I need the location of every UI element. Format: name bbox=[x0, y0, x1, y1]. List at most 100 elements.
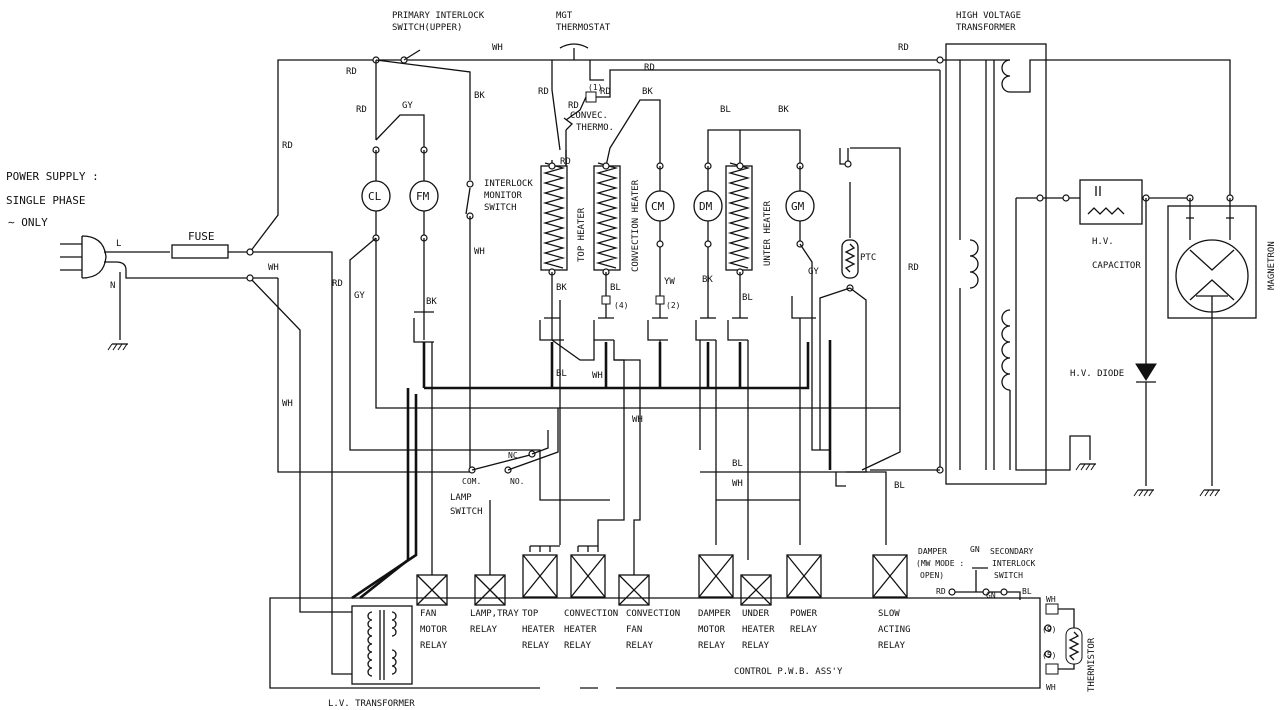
wire-rd-2: RD bbox=[346, 67, 357, 77]
wire-rd-1: RD bbox=[282, 141, 293, 151]
wire-bk-2: BK bbox=[642, 87, 653, 97]
fuse bbox=[171, 244, 250, 259]
wire-gn-1: GN bbox=[970, 545, 980, 554]
relay-power-label-1: POWER bbox=[790, 609, 818, 619]
mgt-thermostat bbox=[559, 43, 589, 60]
wire-wh-5: WH bbox=[592, 371, 603, 381]
wire-bl-7: BL bbox=[1022, 587, 1032, 596]
relay-top-label-3: RELAY bbox=[522, 641, 550, 651]
monitor-switch-label-2: MONITOR bbox=[484, 191, 523, 201]
wire-bl-6: BL bbox=[894, 481, 905, 491]
lamp-switch-no: NO. bbox=[510, 477, 524, 486]
convec-thermo-label-1: CONVEC. bbox=[570, 111, 608, 121]
top-heater-label: TOP HEATER bbox=[577, 207, 587, 262]
relay-conv-fan-label-3: RELAY bbox=[626, 641, 654, 651]
wire-bk-6: BK bbox=[702, 275, 713, 285]
relay-lamp-label-1: LAMP,TRAY bbox=[470, 609, 519, 619]
relay-slow-label-2: ACTING bbox=[878, 625, 911, 635]
relay-fan-label-3: RELAY bbox=[420, 641, 448, 651]
dm-label: DM bbox=[699, 200, 713, 213]
monitor-switch-label-1: INTERLOCK bbox=[484, 179, 533, 189]
ptc-thermistor bbox=[819, 148, 867, 473]
relay-fan-label-2: MOTOR bbox=[420, 625, 448, 635]
hv-capacitor-label-2: CAPACITOR bbox=[1092, 261, 1141, 271]
power-supply-label-1: POWER SUPPLY : bbox=[6, 170, 99, 183]
lv-transformer bbox=[299, 598, 413, 685]
mgt-label-2: THERMOSTAT bbox=[556, 23, 611, 33]
gm-label: GM bbox=[791, 200, 805, 213]
wire-rd-5: RD bbox=[898, 43, 909, 53]
relay-slow-acting bbox=[872, 554, 908, 598]
wire-gy-2: GY bbox=[354, 291, 365, 301]
wire-rd-10: RD bbox=[908, 263, 919, 273]
hv-diode-label: H.V. DIODE bbox=[1070, 369, 1124, 379]
power-supply-label-3: ∼ ONLY bbox=[8, 216, 48, 229]
lamp-switch-label-2: SWITCH bbox=[450, 507, 483, 517]
relay-top-heater bbox=[522, 545, 560, 598]
relay-top-label-1: TOP bbox=[522, 609, 539, 619]
power-plug bbox=[60, 235, 278, 351]
convection-heater bbox=[593, 162, 621, 271]
terminal-9: (9) bbox=[1042, 625, 1056, 634]
fuse-label: FUSE bbox=[188, 230, 215, 243]
interlock-monitor-switch bbox=[465, 180, 474, 468]
terminal-1: (1) bbox=[588, 83, 602, 92]
relay-fan-label-1: FAN bbox=[420, 609, 436, 619]
primary-switch-label-2: SWITCH(UPPER) bbox=[392, 23, 462, 33]
wire-gy-1: GY bbox=[402, 101, 413, 111]
relay-convection-heater bbox=[570, 545, 606, 598]
relay-power bbox=[786, 554, 822, 598]
relay-under-label-1: UNDER bbox=[742, 609, 770, 619]
wire-yw-1: YW bbox=[664, 277, 675, 287]
wire-wh-1: WH bbox=[492, 43, 503, 53]
wire-bk-5: BK bbox=[556, 283, 567, 293]
relay-top-label-2: HEATER bbox=[522, 625, 555, 635]
wire-rd-3: RD bbox=[538, 87, 549, 97]
relay-fan-motor bbox=[416, 574, 448, 606]
hv-transformer bbox=[945, 43, 1047, 485]
relay-under-label-2: HEATER bbox=[742, 625, 775, 635]
wire-bk-1: BK bbox=[474, 91, 485, 101]
wire-bl-1: BL bbox=[720, 105, 731, 115]
lamp-switch-nc: NC. bbox=[508, 451, 522, 460]
wire-wh-9: WH bbox=[1046, 683, 1056, 692]
wire-bl-3: BL bbox=[742, 293, 753, 303]
hv-transformer-label-2: TRANSFORMER bbox=[956, 23, 1016, 33]
relay-damper-label-2: MOTOR bbox=[698, 625, 726, 635]
relay-power-label-2: RELAY bbox=[790, 625, 818, 635]
ptc-label: PTC bbox=[860, 253, 876, 263]
relay-under-label-3: RELAY bbox=[742, 641, 770, 651]
wire-wh-6: WH bbox=[632, 415, 643, 425]
monitor-switch-label-3: SWITCH bbox=[484, 203, 517, 213]
wire-rd-7: RD bbox=[568, 101, 579, 111]
wire-gn-2: GN bbox=[986, 591, 996, 600]
hv-capacitor-label-1: H.V. bbox=[1092, 237, 1114, 247]
lamp-switch-com: COM. bbox=[462, 477, 481, 486]
wire-rd-6: RD bbox=[356, 105, 367, 115]
wire-bl-5: BL bbox=[732, 459, 743, 469]
wire-rd-4: RD bbox=[644, 63, 655, 73]
convec-thermo-label-2: THERMO. bbox=[576, 123, 614, 133]
magnetron bbox=[1167, 198, 1257, 497]
magnetron-label: MAGNETRON bbox=[1267, 241, 1277, 290]
relay-slow-label-1: SLOW bbox=[878, 609, 900, 619]
secondary-label-1: SECONDARY bbox=[990, 547, 1034, 556]
hv-transformer-label-1: HIGH VOLTAGE bbox=[956, 11, 1021, 21]
terminal-2: (2) bbox=[666, 301, 680, 310]
secondary-label-3: SWITCH bbox=[994, 571, 1023, 580]
wire-rd-12: RD bbox=[936, 587, 946, 596]
wire-wh-7: WH bbox=[732, 479, 743, 489]
wire-bk-3: BK bbox=[778, 105, 789, 115]
relay-damper-label-3: RELAY bbox=[698, 641, 726, 651]
line-n-label: N bbox=[110, 281, 115, 291]
relay-conv-heater-label-3: RELAY bbox=[564, 641, 592, 651]
wire-wh-3: WH bbox=[282, 399, 293, 409]
wire-rd-8: RD bbox=[600, 87, 611, 97]
wire-gy-3: GY bbox=[808, 267, 819, 277]
convection-heater-label: CONVECTION HEATER bbox=[631, 179, 641, 272]
thermistor-label: THERMISTOR bbox=[1087, 637, 1097, 692]
wire-wh-2: WH bbox=[268, 263, 279, 273]
cm-label: CM bbox=[651, 200, 665, 213]
control-pwb-label: CONTROL P.W.B. ASS'Y bbox=[734, 667, 843, 677]
